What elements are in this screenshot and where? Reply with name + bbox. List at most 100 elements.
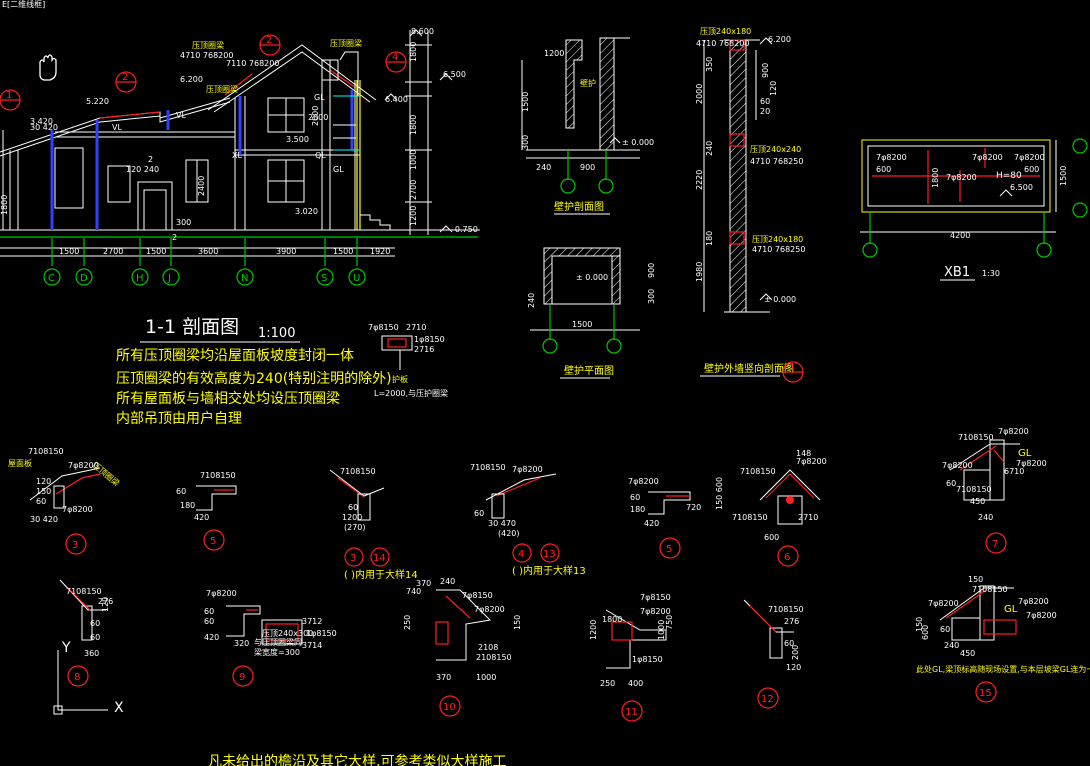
general-notes: 所有压顶圈梁均沿屋面板坡度封闭一体 压顶圈梁的有效高度为240(特别注明的除外)… <box>116 348 392 427</box>
d5b-t2: 420 <box>644 519 659 528</box>
d314-id2: 14 <box>373 553 386 564</box>
rail-detail: 7φ8150 2710 1φ8150 2716 护板 L=2000,与压护圈梁 <box>368 323 448 398</box>
d6-t2: 148 <box>796 449 811 458</box>
axis-label-n: N <box>241 273 248 284</box>
callout-2b: 2 <box>266 35 272 46</box>
d15-t2: 7φ8200 <box>928 599 959 608</box>
ws-small-3: 20 <box>760 107 770 116</box>
ws-small-1: 120 <box>769 81 778 96</box>
tag-gl-2: GL <box>333 165 344 174</box>
elev-8600: 8.600 <box>411 27 434 36</box>
d12-id: 12 <box>761 694 774 705</box>
dim-bottom-1: 2700 <box>103 247 123 256</box>
ps-dim-4: 900 <box>580 163 595 172</box>
d11-t5: 1φ8150 <box>632 655 663 664</box>
detail-5a: 7108150 60 420 180 5 <box>176 471 237 551</box>
ucs-x-label: X <box>114 700 124 716</box>
d7-t1: 7φ8200 <box>998 427 1029 436</box>
ws-beam-1: 4710 768200 <box>696 39 749 48</box>
section-scale: 1:100 <box>258 326 295 341</box>
d12-t2: 60 <box>784 639 794 648</box>
ps-label: 壁护 <box>580 78 596 88</box>
section-annotations: 8.600 6.500 6.400 6.200 5.220 3.500 3.42… <box>0 27 478 256</box>
dim-right-2: 1000 <box>409 150 418 170</box>
xb1-dim-0: 4200 <box>950 231 970 240</box>
d11-t3: 1000 <box>657 620 666 640</box>
d15-t6: 150 <box>915 617 924 632</box>
d15-t10: 60 <box>940 625 950 634</box>
dim-bottom-2: 1500 <box>146 247 166 256</box>
d9-t9: 1φ8150 <box>306 629 337 638</box>
dim-right-3: 2700 <box>409 180 418 200</box>
detail-5b: 7φ8200 60 420 720 180 5 <box>628 477 701 559</box>
footer-note: 凡未给出的檐沿及其它大样,可参考类似大样施工 <box>208 753 506 766</box>
xb1-rebar-1: 7φ8200 <box>1014 153 1045 162</box>
d8-t5: 360 <box>84 649 99 658</box>
note-4: 内部吊顶由用户自理 <box>116 410 242 427</box>
d5b-t1: 60 <box>630 493 640 502</box>
pp-title: 壁护平面图 <box>564 364 614 377</box>
d10-id: 10 <box>443 702 456 713</box>
ws-beam-2: 压顶240x240 <box>750 145 801 154</box>
d7-t2: 7φ8200 <box>1016 459 1047 468</box>
d413-id2: 13 <box>543 549 556 560</box>
dim-bottom-4: 3900 <box>276 247 296 256</box>
detail-4-13: 7108150 7φ8200 60 30 470 (420) 4 13 ( )内… <box>470 463 586 577</box>
ws-dim-1: 2000 <box>695 84 704 104</box>
detail-3-14: 7108150 60 1200 (270) 3 14 ( )内用于大样14 <box>329 467 418 581</box>
tag-vl-1: VL <box>112 123 122 132</box>
ws-beam-3: 4710 768250 <box>750 157 803 166</box>
d15-id: 15 <box>979 688 992 699</box>
detail-15: 150 7108150 7φ8200 7φ8200 GL 7φ8200 150 … <box>915 575 1090 703</box>
d3a-t6: 7φ8200 <box>62 505 93 514</box>
elev-3020: 3.020 <box>295 207 318 216</box>
d3a-tag-0: 屋面板 <box>8 458 32 468</box>
pan-hand-icon[interactable] <box>39 54 57 81</box>
ps-dim-1: 1500 <box>521 92 530 112</box>
callout-4: 4 <box>392 52 398 63</box>
detail-9: 7φ8200 60 60 420 320 压顶240x300 与压顶圈梁同 梁宽… <box>204 589 337 687</box>
d11-t4: 1800 <box>602 615 622 624</box>
pp-dim-2: 300 <box>647 289 656 304</box>
ps-elev: ± 0.000 <box>622 138 654 147</box>
dim-right-1: 1800 <box>409 115 418 135</box>
dim-small-2: 120 240 <box>126 165 159 174</box>
axis-markers: C D H J N S U <box>43 268 366 286</box>
d5a-t1: 60 <box>176 487 186 496</box>
rail-dim-1: 2710 <box>406 323 426 332</box>
xb1-title: XB1 <box>944 265 970 280</box>
tag-beam-3: 压顶圈梁 <box>206 85 238 94</box>
d15-t9: 450 <box>960 649 975 658</box>
d3a-t4: 120 <box>36 477 51 486</box>
dim-bottom-5: 1500 <box>333 247 353 256</box>
tag-beam-2: 压顶圈梁 <box>192 41 224 50</box>
d11-t1: 7φ8200 <box>640 607 671 616</box>
ws-dim-2: 240 <box>705 141 714 156</box>
tag-gl-1: GL <box>314 93 325 102</box>
dim-bottom-0: 1500 <box>59 247 79 256</box>
callout-2a: 2 <box>122 72 128 83</box>
window-title-fragment: E[二维线框] <box>2 0 45 9</box>
rail-dim-3: 2716 <box>414 345 434 354</box>
note-1: 所有压顶圈梁均沿屋面板坡度封闭一体 <box>116 348 354 364</box>
d3a-id: 3 <box>72 540 78 551</box>
ws-beam-4: 压顶240x180 <box>752 235 803 244</box>
ws-small-2: 60 <box>760 97 770 106</box>
ws-beam-0: 压顶240x180 <box>700 27 751 36</box>
d9-t10: 3714 <box>302 641 322 650</box>
d12-t1: 276 <box>784 617 799 626</box>
d413-t0: 7108150 <box>470 463 506 472</box>
tag-ql: QL <box>315 151 326 160</box>
d8-t1: 276 <box>98 597 113 606</box>
d11-t8: 750 <box>665 615 674 630</box>
ws-small-0: 900 <box>761 63 770 78</box>
d15-t3: 7φ8200 <box>1018 597 1049 606</box>
elev-6500: 6.500 <box>443 70 466 79</box>
dim-bottom-3: 3600 <box>198 247 218 256</box>
d413-t2: 60 <box>474 509 484 518</box>
d413-t4: (420) <box>498 529 520 538</box>
d5b-t0: 7φ8200 <box>628 477 659 486</box>
d7-t8: 450 <box>970 497 985 506</box>
d3a-t3: 150 <box>36 487 51 496</box>
